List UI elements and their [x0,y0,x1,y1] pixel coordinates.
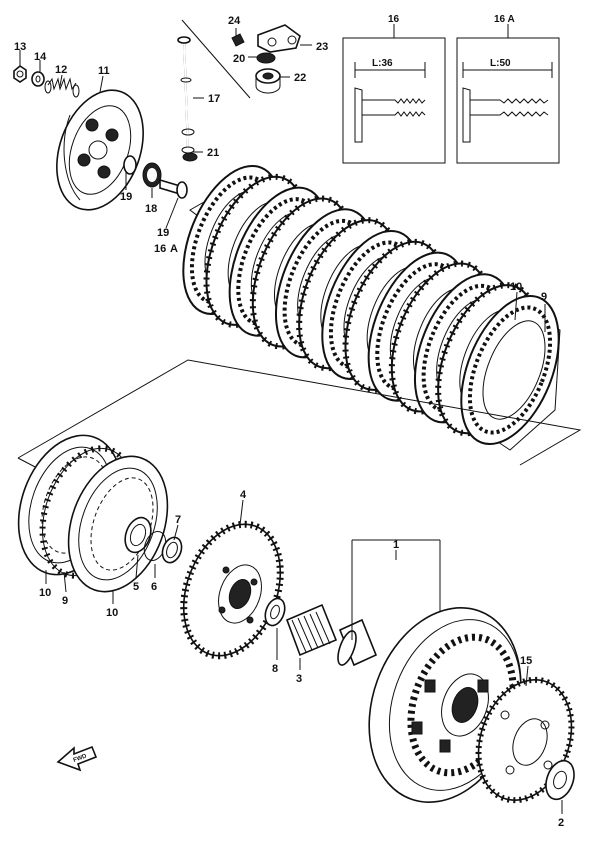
callout-19b: 19 [157,227,169,239]
clutch-sleeve-hub-4 [180,520,284,660]
washer-14 [31,71,45,87]
push-piece-18 [159,178,188,199]
callout-10b: 10 [106,607,118,619]
callout-10a: 10 [39,587,51,599]
callout-17: 17 [208,93,220,105]
callout-19a: 19 [120,191,132,203]
pressure-plate-11 [56,89,144,211]
callout-3: 3 [296,673,302,685]
callout-22: 22 [294,72,306,84]
inset-16a-dimension: L:50 [490,58,511,69]
release-arm-23 [257,24,301,53]
needle-bearing-3 [285,603,338,657]
leader-lines [19,28,563,814]
callout-10c: 10 [510,281,522,293]
callout-16: 16 [154,243,166,255]
inset-16-dimension: L:36 [372,58,393,69]
callout-8: 8 [272,663,278,675]
callout-20: 20 [233,53,245,65]
callout-23: 23 [316,41,328,53]
inset-16-title: 16 [388,14,400,25]
callout-18: 18 [145,203,157,215]
starter-gear-15 [475,676,575,804]
callout-6: 6 [151,581,157,593]
forward-direction-arrow: FWD [56,745,98,772]
callout-11: 11 [98,65,110,77]
thrust-washer-8 [264,597,286,627]
thrust-washer-7 [161,536,183,564]
forward-direction-label: FWD [73,753,89,764]
spacer-sleeve [337,618,378,667]
callout-5: 5 [133,581,139,593]
spring-seat-5 [124,516,152,554]
callout-15: 15 [520,655,532,667]
callout-7: 7 [175,514,181,526]
bearing-22 [255,68,281,94]
callout-labels: 13 14 12 11 17 21 24 23 20 22 19 18 19 1… [14,15,564,829]
bolt-24 [231,33,245,47]
inset-box-16a: 16 A L:50 [456,14,560,164]
callout-13: 13 [14,41,26,53]
callout-12: 12 [55,64,67,76]
callout-2: 2 [558,817,564,829]
spring-12 [44,77,80,98]
callout-9b: 9 [62,595,68,607]
inset-box-16: 16 L:36 [342,14,446,164]
callout-16a: A [170,243,178,255]
oil-seal-21 [182,152,198,162]
release-bearing-19 [123,155,162,188]
pushrod-17 [177,36,195,154]
stack-driven-plate [460,294,560,446]
clutch-plate-stack [182,164,561,451]
inset-16a-title: 16 A [494,14,515,25]
callout-24: 24 [228,15,241,27]
callout-4: 4 [240,489,247,501]
callout-9a: 9 [541,291,547,303]
washer-2 [545,759,575,801]
callout-14: 14 [34,51,47,63]
bushing-20 [256,52,276,64]
bolt-13 [13,65,27,83]
callout-1: 1 [393,539,399,551]
callout-21: 21 [207,147,219,159]
